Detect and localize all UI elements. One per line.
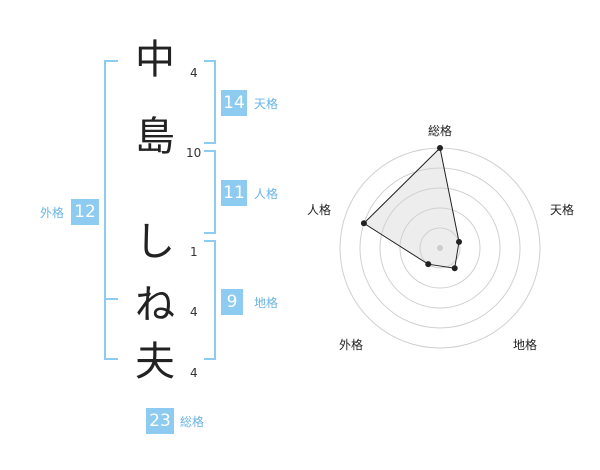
radar-point-5: [360, 220, 367, 227]
radar-axis-label-tenkaku: 天格: [549, 203, 574, 217]
radar-axis-label-soukaku: 総格: [427, 124, 452, 138]
soukaku-value: 23: [146, 408, 174, 434]
radar-ring: [399, 207, 481, 289]
radar-axis-label-jinkaku: 人格: [306, 203, 331, 217]
name-char-5: 夫: [135, 339, 175, 385]
radar-ring: [419, 227, 461, 269]
radar-axis-label-chikaku: 地格: [512, 338, 537, 352]
radar-point-2: [456, 238, 463, 245]
stroke-count-3: 1: [190, 245, 198, 259]
gaikaku-bracket-mid: [104, 298, 118, 300]
tenkaku-label: 天格: [254, 97, 279, 111]
gaikaku-bracket: [104, 60, 118, 360]
name-char-3: し: [135, 219, 175, 265]
jinkaku-bracket: [204, 150, 216, 234]
stroke-count-5: 4: [190, 366, 198, 380]
chikaku-value: 9: [221, 289, 243, 315]
name-char-4: ね: [135, 282, 175, 328]
radar-ring: [359, 167, 521, 329]
soukaku-label: 総格: [180, 415, 205, 429]
stroke-count-2: 10: [186, 146, 202, 160]
name-char-1: 中: [135, 37, 175, 83]
tenkaku-value: 14: [221, 90, 247, 116]
chikaku-bracket: [204, 240, 216, 360]
stroke-count-4: 4: [190, 305, 198, 319]
radar-shape: [363, 146, 460, 269]
name-char-2: 島: [135, 114, 175, 160]
tenkaku-bracket: [204, 60, 216, 144]
radar-axis-label-gaikaku: 外格: [338, 338, 363, 352]
jinkaku-label: 人格: [254, 187, 279, 201]
jinkaku-value: 11: [221, 180, 247, 206]
radar-point-4: [425, 261, 432, 268]
stroke-count-1: 4: [190, 66, 198, 80]
radar-point-1: [437, 145, 443, 151]
chikaku-label: 地格: [254, 296, 279, 310]
radar-grid: [339, 147, 541, 349]
radar-center: [437, 245, 443, 251]
gaikaku-label: 外格: [40, 206, 65, 220]
radar-point-3: [451, 265, 458, 272]
radar-chart: [339, 145, 541, 349]
radar-ring: [379, 187, 501, 309]
radar-points: [360, 145, 463, 272]
gaikaku-value: 12: [71, 199, 99, 225]
